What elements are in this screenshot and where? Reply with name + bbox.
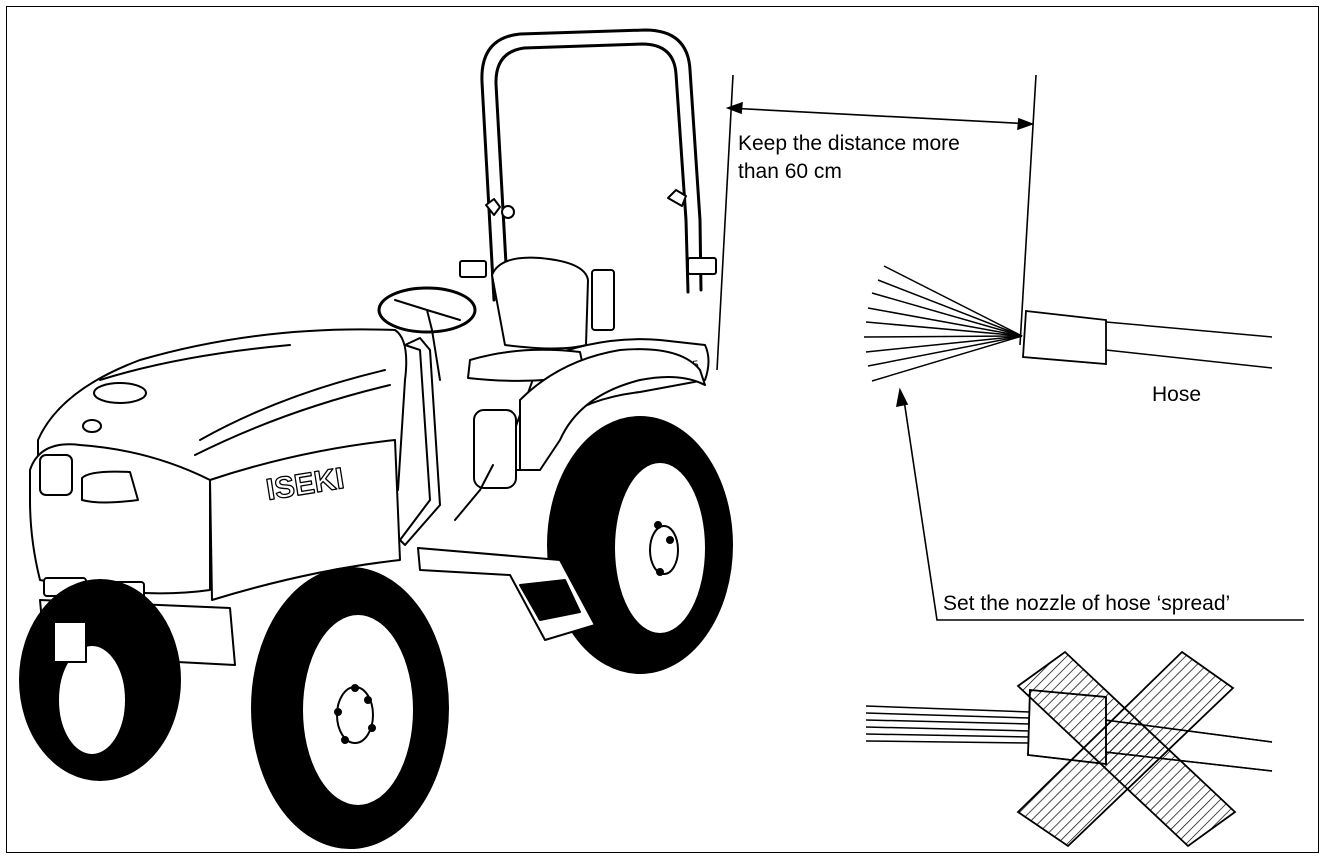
arrowhead-left [725, 101, 743, 115]
rops-frame [459, 28, 717, 302]
hose-label: Hose [1152, 383, 1202, 406]
jet-nozzle-overlay [1027, 689, 1273, 772]
hose-bottom-edge [1105, 349, 1273, 369]
distance-dimension [716, 74, 1037, 371]
distance-label-line2: than 60 cm [738, 160, 842, 183]
side-panel [209, 439, 401, 601]
tractor-illustration: TH4365 [19, 28, 733, 849]
spread-instruction-label: Set the nozzle of hose ‘spread’ [943, 592, 1231, 615]
hose-top-edge [1105, 321, 1273, 338]
spread-leader [895, 387, 1304, 621]
arrowhead-right [1017, 117, 1035, 131]
steering-wheel [377, 286, 477, 381]
right-front-tire [251, 567, 449, 849]
distance-label-line1: Keep the distance more [738, 132, 960, 155]
grille [29, 443, 211, 595]
reference-line-tractor [716, 74, 734, 371]
spray-spread-icon [863, 265, 1273, 382]
distance-arrow [727, 107, 1033, 125]
nozzle-body [1022, 310, 1107, 365]
distance-label: Keep the distance more than 60 cm [738, 130, 960, 186]
reference-line-nozzle [1019, 74, 1037, 346]
cross-mark-icon [1016, 650, 1237, 848]
rear-tire [547, 416, 733, 674]
left-front-tire [19, 579, 181, 781]
